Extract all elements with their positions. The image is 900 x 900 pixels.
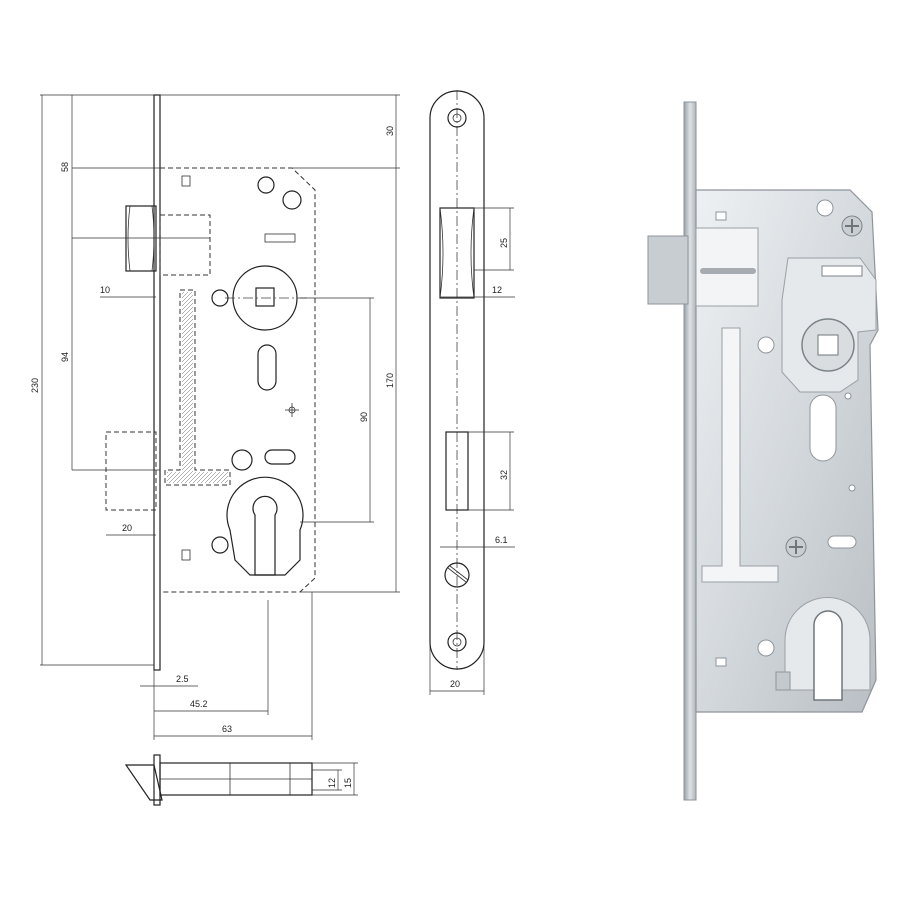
dim-170: 170 <box>385 373 395 388</box>
dim-230: 230 <box>30 378 40 393</box>
dim-20-bolt: 20 <box>122 523 132 533</box>
dim-15-bottom: 15 <box>343 778 353 788</box>
dim-6-1: 6.1 <box>495 535 508 545</box>
screw-middle <box>231 449 253 471</box>
faceplate <box>153 94 161 671</box>
dim-2-5: 2.5 <box>176 674 189 684</box>
dim-25: 25 <box>499 238 509 248</box>
photo-latch <box>647 235 689 305</box>
latch-opening <box>439 207 475 299</box>
latch-bolt <box>125 205 157 272</box>
photo-spindle-square <box>817 334 839 356</box>
dim-12-bottom: 12 <box>327 778 337 788</box>
dim-12-side: 12 <box>492 285 502 295</box>
dim-30: 30 <box>385 126 395 136</box>
spindle-square <box>255 287 275 307</box>
dim-58: 58 <box>60 162 70 172</box>
photo-faceplate <box>683 101 697 801</box>
t-slot <box>164 289 231 486</box>
dim-90: 90 <box>359 412 369 422</box>
bottom-view: 12 15 <box>124 754 358 806</box>
photo-cylinder-cutout <box>813 610 843 701</box>
photo-t-slot <box>701 327 779 583</box>
front-view: 230 58 94 10 20 2.5 45.2 63 30 170 90 <box>30 94 400 740</box>
bolt-opening <box>445 431 469 511</box>
dim-10: 10 <box>100 285 110 295</box>
latch-bevel <box>124 764 163 801</box>
oval-slot <box>257 344 277 391</box>
cylinder-cutout <box>226 476 304 576</box>
dim-63: 63 <box>222 724 232 734</box>
faceplate-front <box>429 90 485 670</box>
dim-45-2: 45.2 <box>190 699 208 709</box>
dim-20-plate: 20 <box>450 679 460 689</box>
deadbolt <box>105 431 157 511</box>
dim-32: 32 <box>499 470 509 480</box>
lock-case-outline <box>160 167 316 593</box>
side-view: 25 12 32 6.1 20 <box>429 90 515 695</box>
dim-94: 94 <box>60 352 70 362</box>
cylinder-screw <box>444 562 470 588</box>
screw-top <box>282 190 302 210</box>
